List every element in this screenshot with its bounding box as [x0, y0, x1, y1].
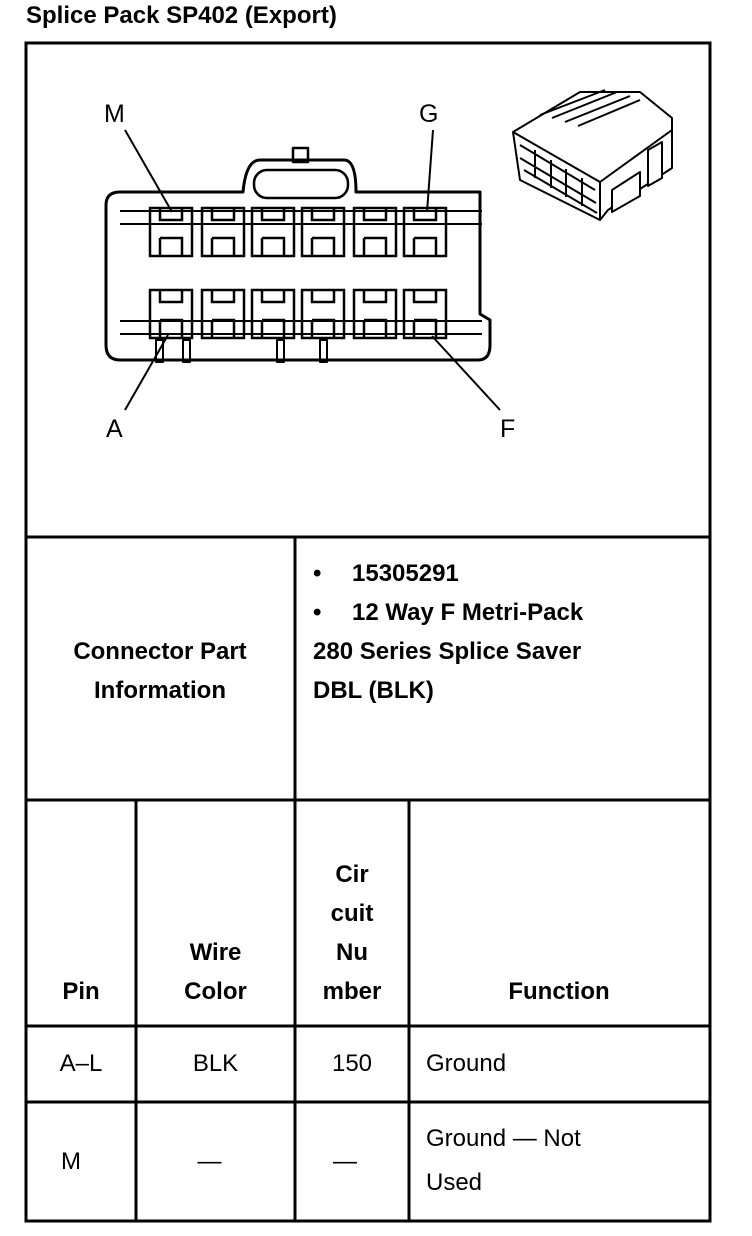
- cavity: [402, 288, 448, 340]
- function-line: Ground — Not: [426, 1125, 581, 1152]
- bullet-icon: •: [313, 560, 322, 587]
- cavity: [200, 288, 246, 340]
- header-wire-color: Wire Color: [137, 933, 294, 1011]
- row1-pin: A–L: [59, 1050, 103, 1077]
- cavity: [300, 288, 346, 340]
- row2-pin: M: [61, 1148, 81, 1175]
- cavity: [352, 288, 398, 340]
- pin-label-f: F: [500, 415, 516, 443]
- page-title: Splice Pack SP402 (Export): [26, 2, 337, 29]
- cavity: [148, 288, 194, 340]
- outer-frame: [24, 41, 712, 1223]
- cavity: [300, 206, 346, 258]
- label-line: Information: [94, 677, 226, 704]
- header-pin: Pin: [62, 978, 100, 1005]
- row1-function: Ground: [426, 1050, 507, 1077]
- description-line: DBL (BLK): [313, 677, 434, 704]
- row2-wire-color: —: [197, 1148, 222, 1175]
- label-line: Connector Part: [73, 638, 247, 665]
- cavity: [352, 206, 398, 258]
- pin-label-a: A: [106, 415, 123, 443]
- header-line: mber: [322, 978, 382, 1005]
- connector-3d-icon: [512, 89, 673, 221]
- header-circuit-number: Cir cuit Nu mber: [296, 855, 408, 1011]
- part-number: 15305291: [352, 560, 459, 587]
- row2-circuit: —: [333, 1148, 357, 1175]
- header-line: Color: [184, 978, 247, 1005]
- connector-type: 12 Way F Metri-Pack: [352, 599, 584, 626]
- pin-label-m: M: [104, 100, 125, 128]
- cavity: [250, 206, 296, 258]
- function-line: Used: [426, 1169, 483, 1196]
- cavity: [250, 288, 296, 340]
- cavity-row-top: [148, 206, 448, 258]
- header-line: Cir: [335, 861, 369, 888]
- row1-circuit: 150: [331, 1050, 373, 1077]
- bullet-icon: •: [313, 599, 322, 626]
- pin-label-g: G: [419, 100, 439, 128]
- description-line: 280 Series Splice Saver: [313, 638, 582, 665]
- header-line: Wire: [189, 939, 242, 966]
- row2-function: Ground — Not Used: [426, 1117, 706, 1205]
- cavity: [200, 206, 246, 258]
- header-function: Function: [508, 978, 610, 1005]
- row1-wire-color: BLK: [192, 1050, 239, 1077]
- cavity-row-bottom: [148, 288, 448, 340]
- bullet-item: • 12 Way F Metri-Pack: [313, 593, 703, 632]
- connector-part-info-label: Connector Part Information: [26, 632, 294, 710]
- header-line: cuit: [330, 900, 374, 927]
- connector-part-info-value: • 15305291 • 12 Way F Metri-Pack 280 Serie…: [313, 554, 703, 710]
- header-line: Nu: [336, 939, 368, 966]
- bullet-item: • 15305291: [313, 554, 703, 593]
- leader-lines: [124, 129, 501, 411]
- cavity: [402, 206, 448, 258]
- cavity: [148, 206, 194, 258]
